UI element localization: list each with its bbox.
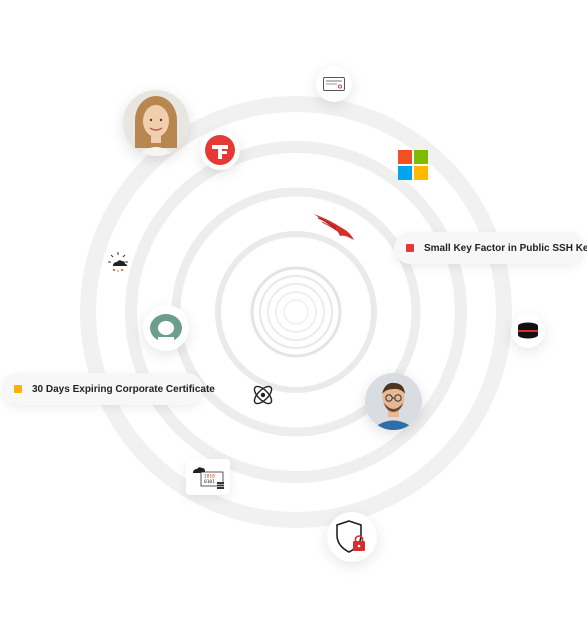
weather-node[interactable] <box>104 248 132 276</box>
ssh-alert-pill[interactable]: Small Key Factor in Public SSH Key <box>394 232 587 264</box>
svg-text:1010: 1010 <box>204 474 215 480</box>
woman-portrait-icon <box>123 90 189 156</box>
user-avatar-man[interactable] <box>365 373 422 430</box>
binary-cloud-server-icon: 1010 0101 <box>193 467 224 489</box>
certificate-alert-label: 30 Days Expiring Corporate Certificate <box>32 383 215 395</box>
ssh-alert-label: Small Key Factor in Public SSH Key <box>424 242 587 254</box>
falcon-bird-logo-icon <box>314 214 354 240</box>
teal-ring-logo-icon <box>150 314 182 343</box>
teal-logo-node[interactable] <box>143 305 189 351</box>
alert-amber-dot <box>14 385 22 393</box>
red-t-logo-icon <box>205 135 235 165</box>
certificate-card-icon <box>323 77 345 91</box>
man-portrait-icon <box>365 373 422 430</box>
svg-text:0101: 0101 <box>204 479 215 485</box>
red-t-node[interactable] <box>200 130 240 170</box>
binary-server-node[interactable]: 1010 0101 <box>186 459 230 495</box>
certificate-node[interactable] <box>316 66 352 102</box>
alert-red-dot <box>406 244 414 252</box>
falcon-node[interactable] <box>312 210 358 246</box>
shield-lock-node[interactable] <box>327 512 377 562</box>
database-stack-icon <box>518 322 538 339</box>
atom-node[interactable] <box>248 380 278 410</box>
user-avatar-woman[interactable] <box>123 90 189 156</box>
database-node[interactable] <box>511 314 545 348</box>
shield-lock-icon <box>336 520 365 553</box>
microsoft-logo-icon <box>398 150 428 180</box>
atom-icon <box>253 385 273 405</box>
sun-cloud-icon <box>108 252 128 272</box>
microsoft-node[interactable] <box>390 142 436 188</box>
certificate-alert-pill[interactable]: 30 Days Expiring Corporate Certificate <box>2 373 215 405</box>
